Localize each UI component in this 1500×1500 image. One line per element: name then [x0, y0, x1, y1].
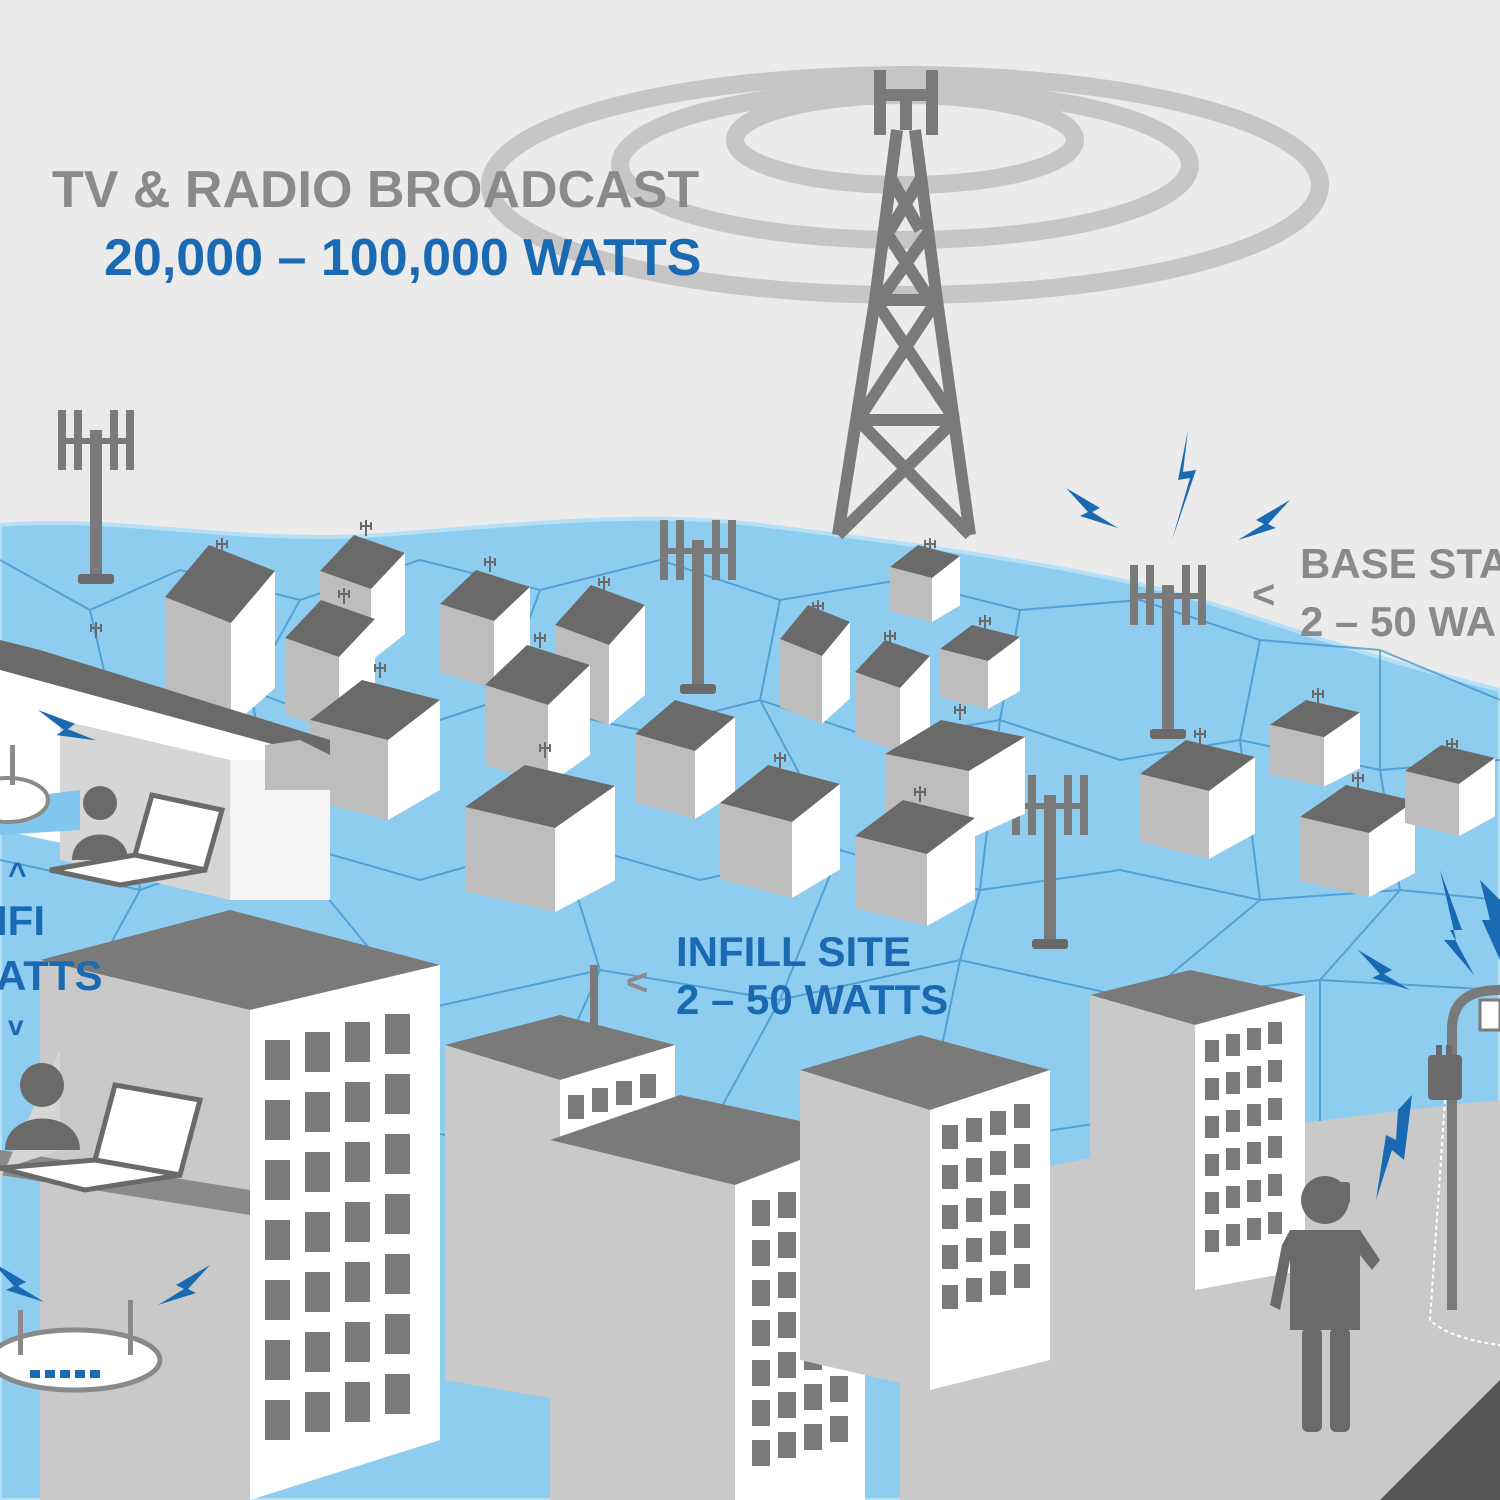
office-tower-wifi — [0, 910, 440, 1500]
base-station-watts: 2 – 50 WA — [1300, 598, 1496, 645]
base-station-label: < BASE STA 2 – 50 WA — [1252, 540, 1500, 645]
base-station-title: BASE STA — [1300, 540, 1500, 587]
broadcast-watts: 20,000 – 100,000 WATTS — [104, 229, 701, 287]
wifi-marker-up: ^ — [8, 856, 27, 892]
broadcast-title: TV & RADIO BROADCAST — [52, 161, 699, 219]
base-station-marker: < — [1252, 573, 1275, 617]
infill-marker: < — [626, 962, 648, 1004]
wifi-watts: ATTS — [0, 952, 103, 999]
infill-site-label: < INFILL SITE 2 – 50 WATTS — [626, 928, 948, 1023]
person-with-laptop-office — [0, 1063, 204, 1193]
wifi-marker-down: v — [8, 1010, 24, 1041]
person-with-phone — [1270, 1176, 1380, 1432]
wifi-router-upper — [0, 745, 50, 824]
small-cell-street-light — [1358, 870, 1500, 1346]
broadcast-tower — [832, 70, 976, 540]
infill-title: INFILL SITE — [676, 928, 911, 975]
office-building — [800, 1035, 1050, 1390]
wifi-router-lower — [0, 1300, 163, 1393]
wifi-label: ^ IFI ATTS v — [0, 856, 103, 1041]
person-with-laptop-home — [49, 786, 226, 888]
office-building — [1090, 970, 1305, 1290]
base-station-signal-bolts — [1066, 430, 1290, 540]
wifi-home — [0, 622, 340, 900]
infill-watts: 2 – 50 WATTS — [676, 976, 948, 1023]
wifi-title: IFI — [0, 897, 45, 944]
broadcast-label: TV & RADIO BROADCAST 20,000 – 100,000 WA… — [52, 161, 701, 287]
